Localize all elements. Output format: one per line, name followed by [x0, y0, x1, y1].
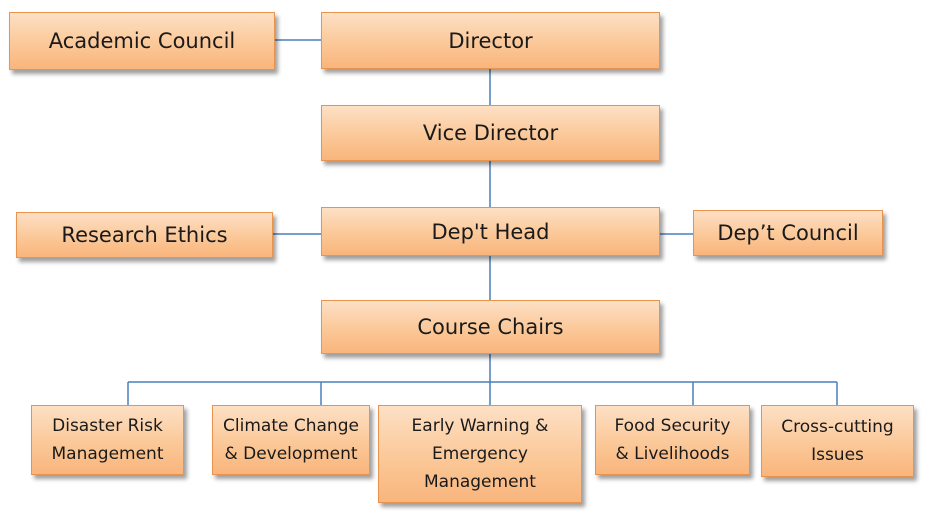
research-ethics-label: Research Ethics	[61, 223, 228, 247]
dept-council-box: Dep’t Council	[693, 210, 883, 256]
dept-head-label: Dep't Head	[431, 219, 550, 244]
course-label-disaster-risk: Disaster Risk Management	[51, 416, 164, 464]
vice-director-label: Vice Director	[422, 121, 559, 145]
course-box-disaster-risk: Disaster Risk Management	[31, 405, 184, 475]
dept-head-box: Dep't Head	[321, 207, 660, 256]
course-box-climate-change: Climate Change & Development	[212, 405, 370, 475]
course-label-climate-change: Climate Change & Development	[223, 416, 359, 464]
course-box-food-security: Food Security & Livelihoods	[595, 405, 750, 475]
course-label-cross-cutting: Cross-cutting Issues	[781, 417, 894, 465]
research-ethics-box: Research Ethics	[16, 212, 273, 258]
course-label-early-warning: Early Warning & Emergency Management	[411, 416, 549, 492]
course-box-early-warning: Early Warning & Emergency Management	[378, 405, 582, 503]
dept-council-label: Dep’t Council	[717, 221, 859, 245]
academic-council-label: Academic Council	[48, 29, 236, 53]
academic-council-box: Academic Council	[9, 12, 275, 70]
course-box-cross-cutting: Cross-cutting Issues	[761, 405, 914, 477]
director-label: Director	[448, 28, 533, 53]
director-box: Director	[321, 12, 660, 69]
course-chairs-box: Course Chairs	[321, 300, 660, 354]
vice-director-box: Vice Director	[321, 105, 660, 161]
course-label-food-security: Food Security & Livelihoods	[614, 416, 731, 464]
course-chairs-label: Course Chairs	[417, 315, 564, 339]
